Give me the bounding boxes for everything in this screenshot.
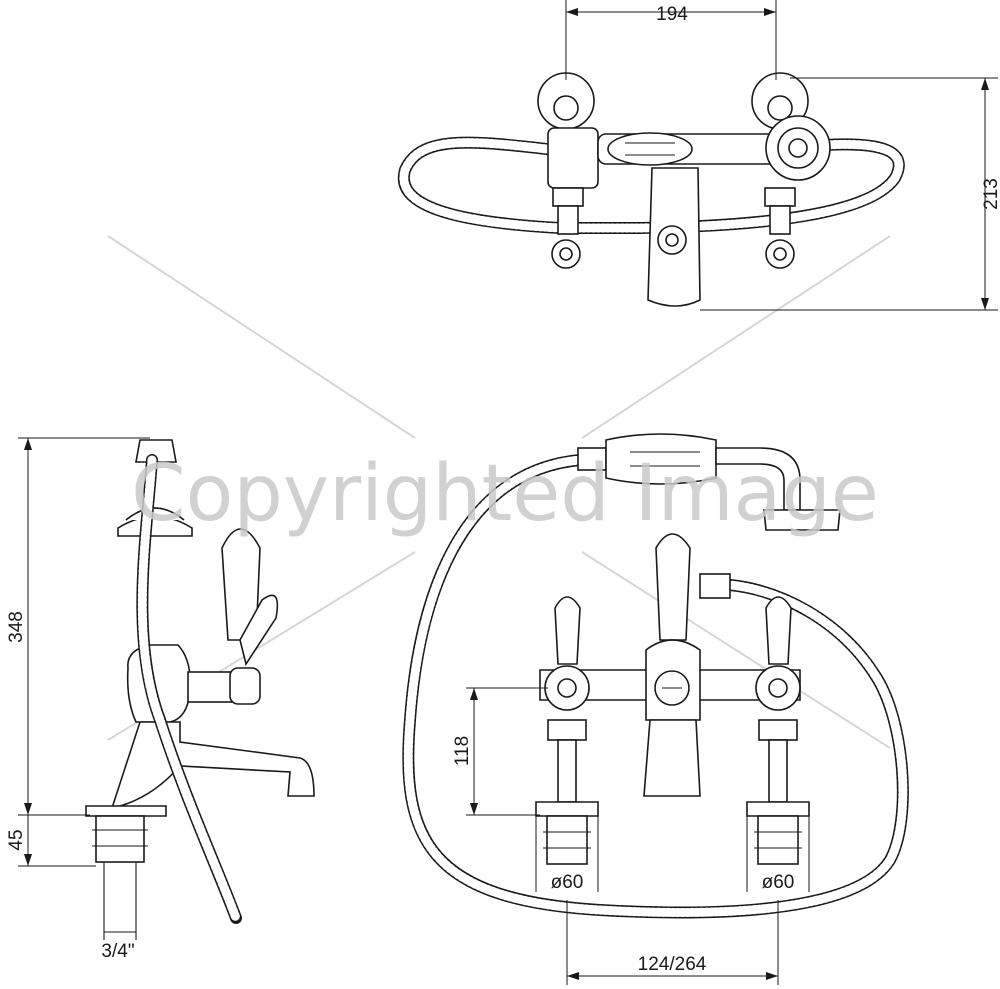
dim-front-dia-left: ø60 xyxy=(551,872,584,893)
dim-top-depth: 213 xyxy=(981,178,1000,210)
dim-top-width: 194 xyxy=(656,4,688,25)
dim-front-dia-right: ø60 xyxy=(762,872,795,893)
dim-side-thread: 3/4" xyxy=(101,941,134,962)
side-view xyxy=(18,437,315,940)
dim-side-shank: 45 xyxy=(6,829,27,850)
dim-front-centres: 124/264 xyxy=(638,954,707,975)
dim-front-height: 118 xyxy=(452,736,473,766)
dim-side-height: 348 xyxy=(6,611,27,643)
watermark-text: Copyrighted Image xyxy=(131,449,879,539)
front-view xyxy=(402,433,909,985)
top-view xyxy=(397,0,998,311)
